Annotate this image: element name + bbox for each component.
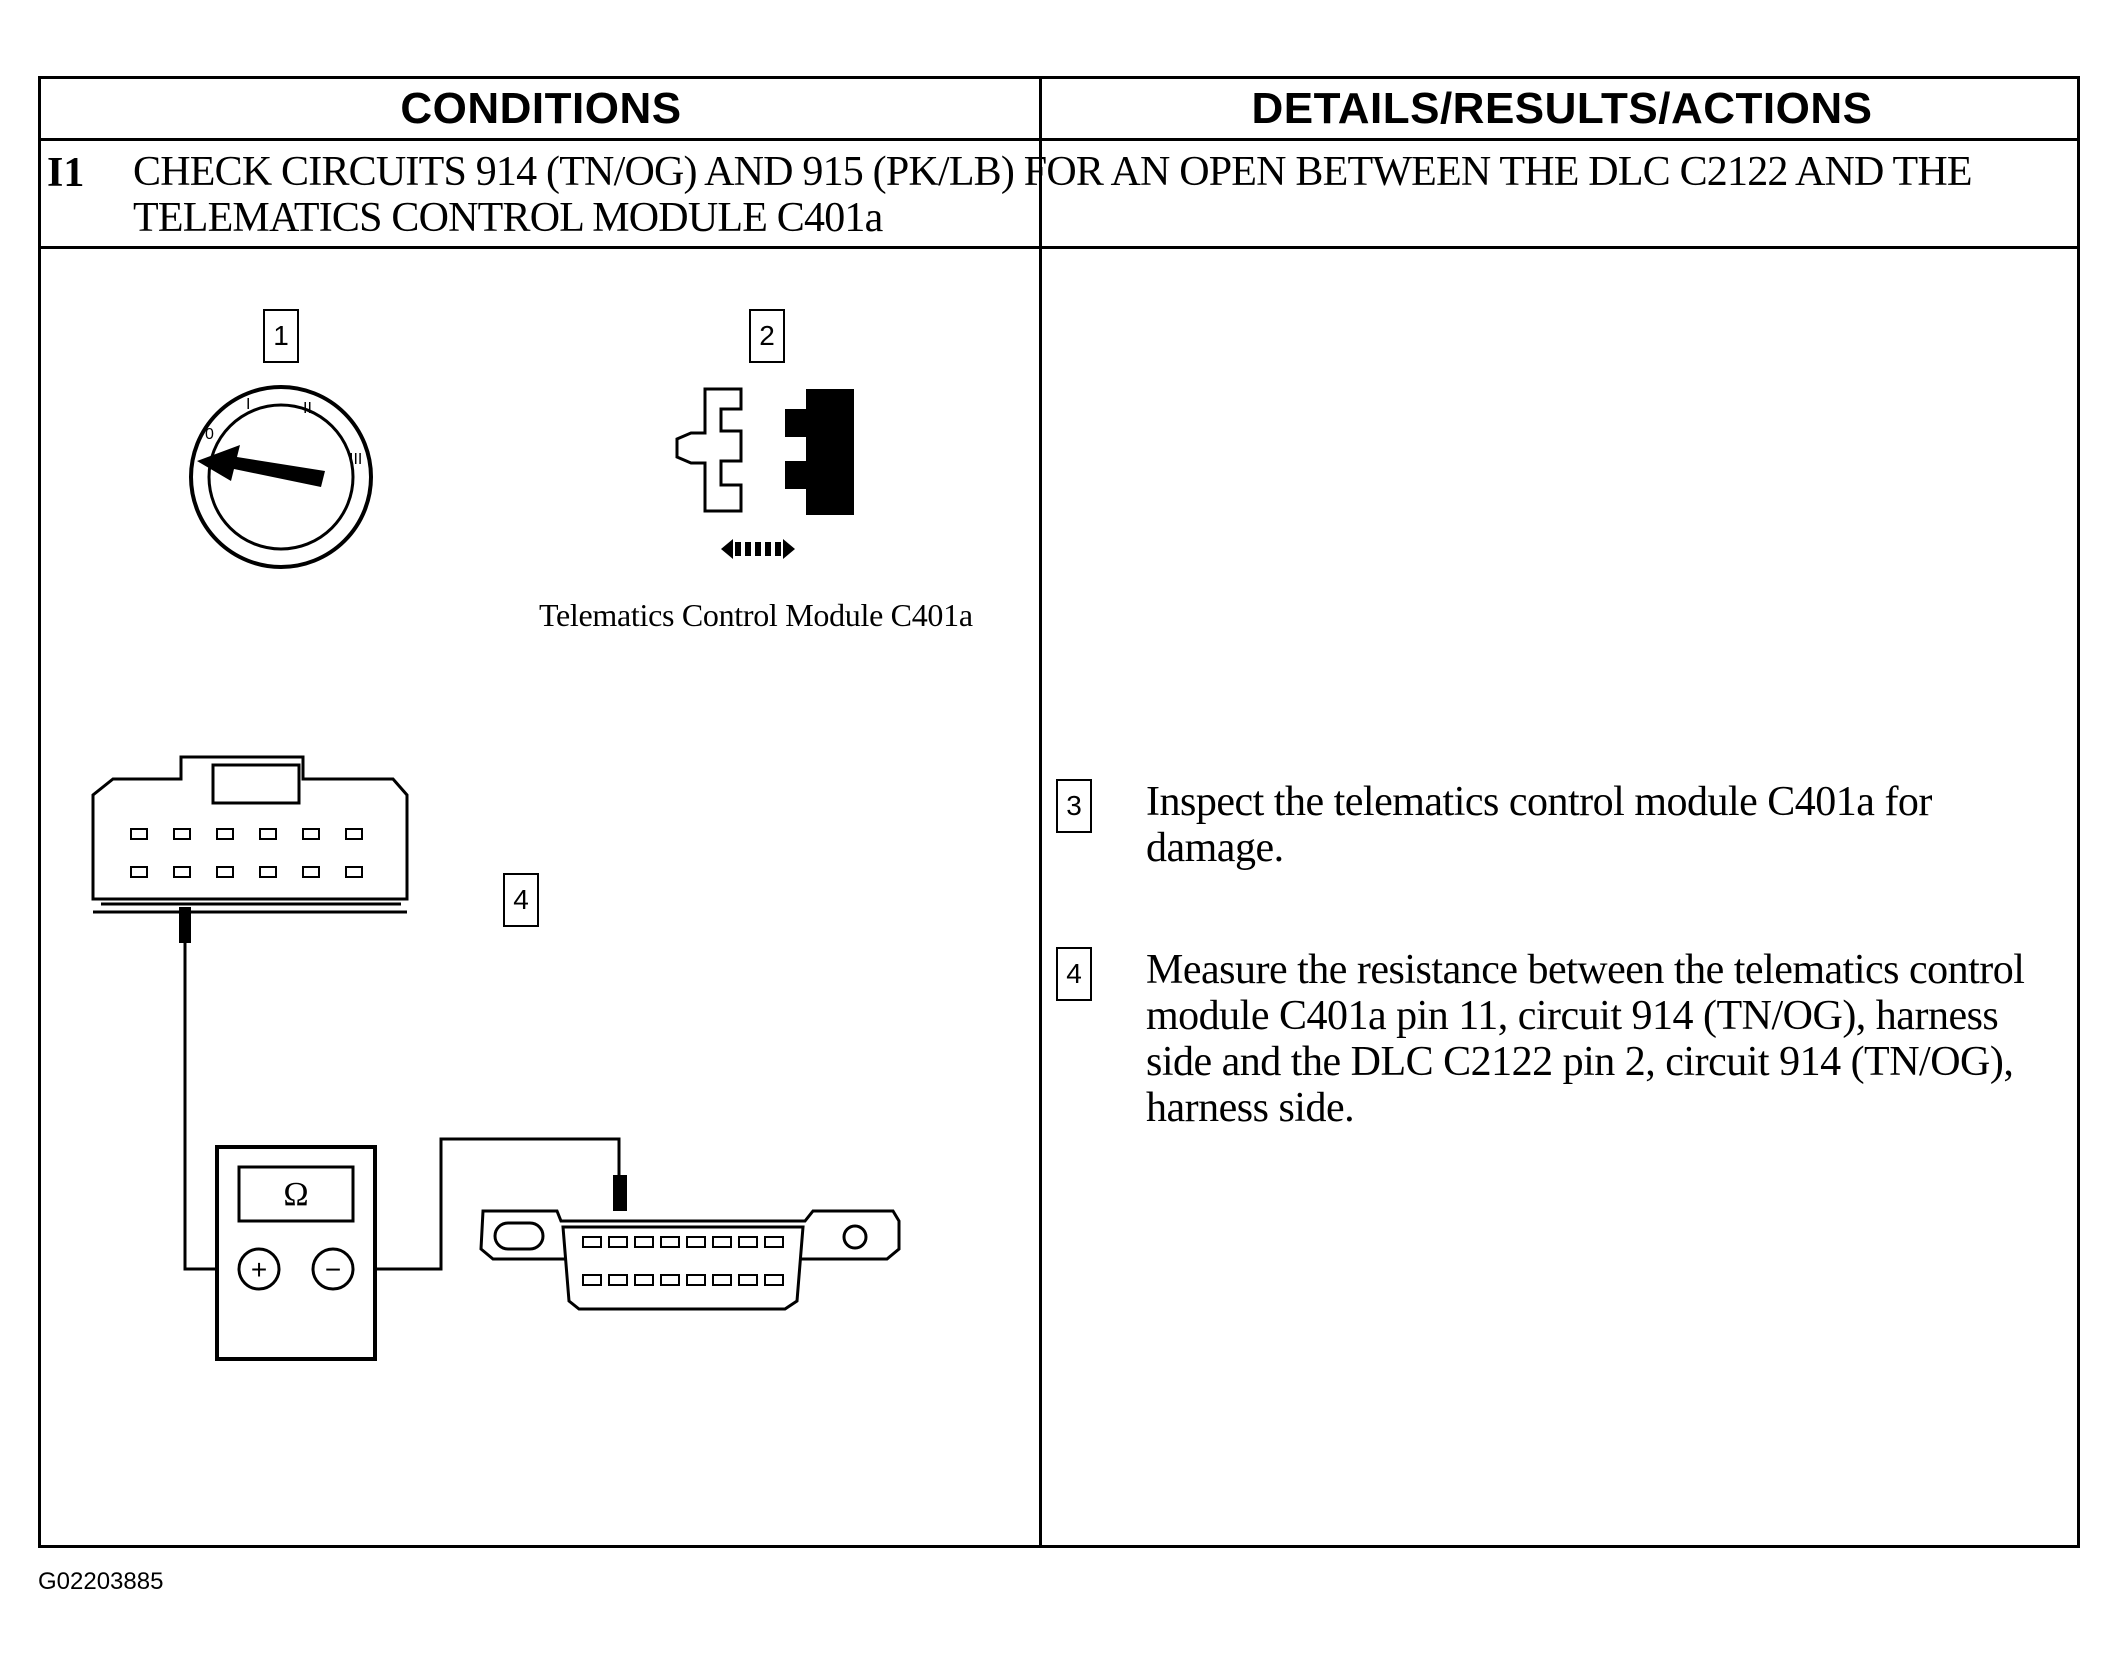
action-step-3: 3 Inspect the telematics control module … <box>1056 779 2056 889</box>
callout-1: 1 <box>263 309 299 363</box>
multimeter: Ω + − <box>215 1145 377 1361</box>
connector-disconnect-icon <box>675 387 854 559</box>
connector-caption: Telematics Control Module C401a <box>539 597 973 633</box>
wiring-diagram: 0 I II III <box>91 385 901 1361</box>
action-3-number: 3 <box>1056 779 1092 833</box>
meter-minus-terminal: − <box>325 1254 341 1285</box>
ignition-switch-icon: 0 I II III <box>189 385 373 569</box>
dlc-c2122-connector <box>479 1175 901 1311</box>
step-row: I1 CHECK CIRCUITS 914 (TN/OG) AND 915 (P… <box>41 141 2077 249</box>
ignition-pos-3: III <box>349 451 362 468</box>
action-step-4: 4 Measure the resistance between the tel… <box>1056 947 2056 1147</box>
details-header: DETAILS/RESULTS/ACTIONS <box>1251 83 1873 133</box>
action-4-number: 4 <box>1056 947 1092 1001</box>
ignition-pos-0: 0 <box>205 426 214 443</box>
step-title: CHECK CIRCUITS 914 (TN/OG) AND 915 (PK/L… <box>133 149 1973 241</box>
table-header: CONDITIONS DETAILS/RESULTS/ACTIONS <box>41 79 2077 141</box>
conditions-header: CONDITIONS <box>400 83 682 133</box>
callout-4-figure: 4 <box>503 873 539 927</box>
meter-plus-terminal: + <box>251 1254 267 1285</box>
ignition-pos-1: I <box>246 396 250 413</box>
column-divider <box>1039 79 1042 1545</box>
conditions-illustration: 1 2 4 0 I II III <box>41 249 1039 1545</box>
ohm-symbol: Ω <box>283 1176 308 1213</box>
c401a-connector <box>91 755 409 943</box>
step-id: I1 <box>47 150 85 196</box>
action-3-text: Inspect the telematics control module C4… <box>1146 779 1932 871</box>
ignition-pos-2: II <box>303 400 312 417</box>
procedure-table: CONDITIONS DETAILS/RESULTS/ACTIONS I1 CH… <box>38 76 2080 1548</box>
callout-2: 2 <box>749 309 785 363</box>
figure-id: G02203885 <box>38 1568 164 1595</box>
actions-column: 3 Inspect the telematics control module … <box>1042 249 2080 1545</box>
action-4-text: Measure the resistance between the telem… <box>1146 947 2025 1131</box>
